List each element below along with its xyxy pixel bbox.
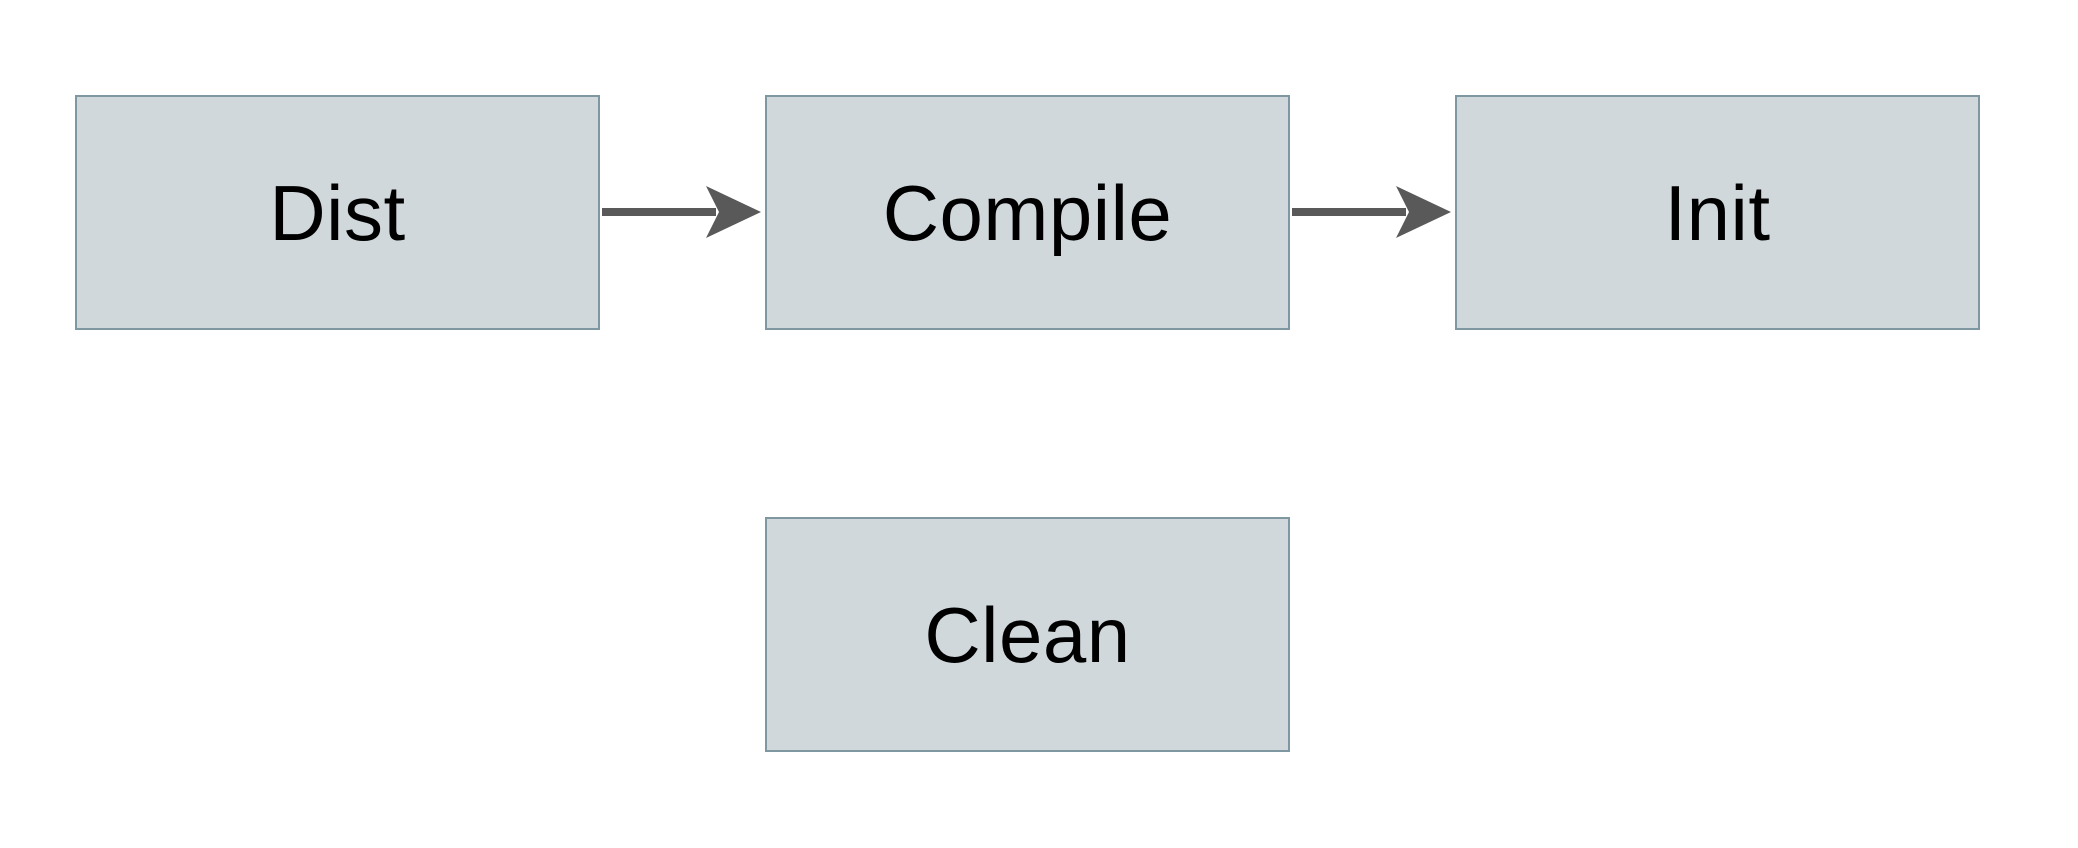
arrow-head-icon [706,186,761,238]
node-clean-label: Clean [924,590,1131,679]
node-init-label: Init [1664,168,1771,257]
node-clean: Clean [765,517,1290,752]
node-init: Init [1455,95,1980,330]
node-compile: Compile [765,95,1290,330]
arrow-head-icon [1396,186,1451,238]
arrow-compile-to-init [1292,186,1451,238]
node-dist: Dist [75,95,600,330]
node-dist-label: Dist [269,168,406,257]
arrow-dist-to-compile [602,186,761,238]
node-compile-label: Compile [882,168,1173,257]
